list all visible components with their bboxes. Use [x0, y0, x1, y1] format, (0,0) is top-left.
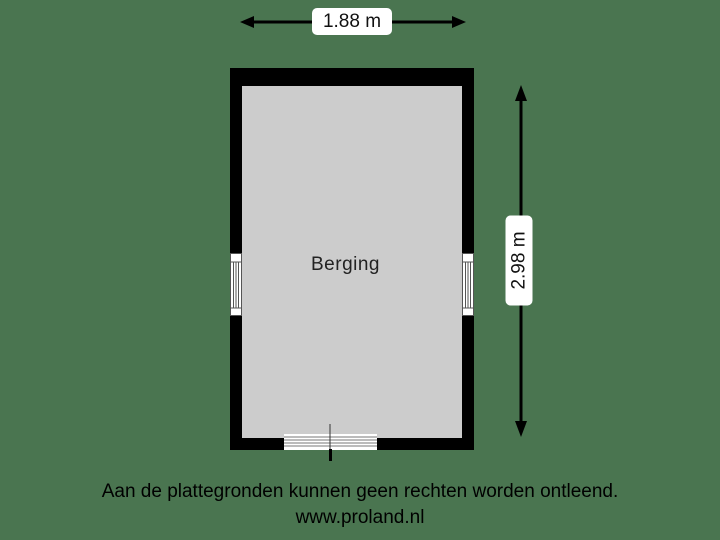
width-dimension-label: 1.88 m: [312, 8, 392, 35]
room-label: Berging: [311, 254, 380, 275]
room-floor: [242, 86, 462, 438]
height-dimension-label: 2.98 m: [505, 215, 533, 306]
website-link[interactable]: www.proland.nl: [295, 507, 425, 528]
bottom-door: [284, 424, 377, 461]
disclaimer-text: Aan de plattegronden kunnen geen rechten…: [101, 481, 619, 502]
left-window: [230, 253, 242, 316]
right-window: [462, 253, 474, 316]
